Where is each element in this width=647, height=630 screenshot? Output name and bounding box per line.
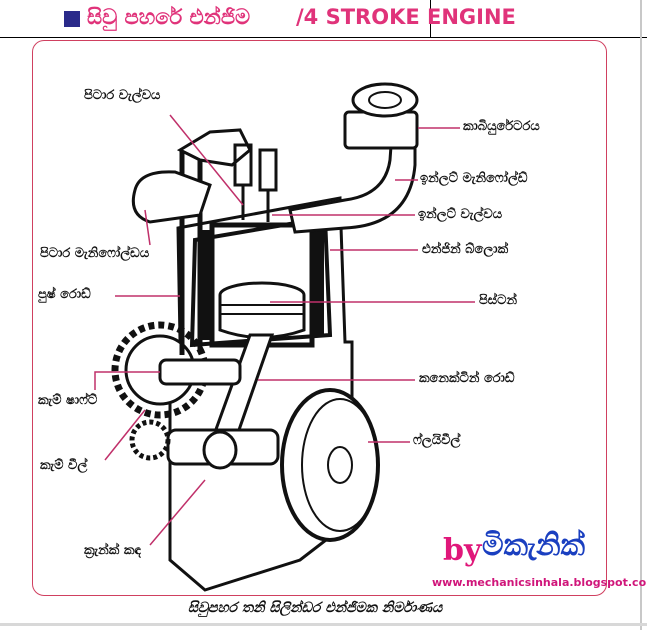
- credit-url: www.mechanicsinhala.blogspot.com: [432, 576, 647, 589]
- small-gear-shape: [129, 419, 171, 461]
- title-sinhala: සිවු පහරේ එන්ජිම: [87, 5, 251, 29]
- diagram-frame: [32, 40, 607, 596]
- crank-pin: [202, 430, 238, 470]
- leader-crank-shaft: [149, 479, 206, 546]
- label-engine-block: එන්ජින් බ්ලොක්: [422, 242, 509, 257]
- rocker-arms: [176, 128, 252, 167]
- credit-name: මිකැනික්: [482, 528, 586, 563]
- exhaust-manifold-shape: [131, 170, 212, 224]
- header-rule: [0, 37, 647, 38]
- cylinder-liner-right: [312, 225, 324, 335]
- carburetor-top-inner: [368, 91, 402, 109]
- leader-cam-wheel: [104, 409, 146, 461]
- inlet-manifold-shape: [288, 130, 417, 234]
- bottom-border: [0, 623, 647, 626]
- leader-camshaft: [94, 371, 160, 390]
- title-english: /4 STROKE ENGINE: [296, 5, 516, 29]
- label-connecting-rod: කනෙක්ටින් රොඩ්: [419, 371, 515, 386]
- cylinder-liner-left: [200, 230, 212, 340]
- cursor-line: [430, 0, 431, 37]
- valve-spring-2: [258, 148, 278, 192]
- label-flywheel: ෆ්ලයිවීල්: [413, 433, 461, 448]
- label-crank-shaft: ක්‍රැන්ක් කඳ: [84, 543, 142, 558]
- label-inlet-valve: ඉන්ලට් වැල්වය: [418, 207, 503, 222]
- label-exhaust-valve: පිටාර වැල්වය: [84, 88, 161, 103]
- carburetor-body: [343, 110, 419, 150]
- right-border: [640, 0, 642, 630]
- credit-by: by: [443, 533, 482, 568]
- label-piston: පිස්ටන්: [479, 293, 518, 308]
- label-exhaust-manifold: පිටාර මැනිෆෝල්ඩය: [40, 246, 150, 261]
- flywheel-hub: [327, 446, 353, 484]
- label-carburetor: කාබියුරේටරය: [463, 119, 540, 134]
- label-camshaft: කැම් ෂාෆ්ට්: [38, 393, 98, 408]
- carburetor-top: [351, 82, 419, 118]
- diagram-caption: සිවුපහර තනි සිලින්ඩර එන්ජිමක නිර්මාණය: [187, 600, 443, 616]
- title-bullet-icon: [64, 11, 80, 27]
- flywheel-rim: [301, 398, 379, 532]
- camshaft-shape: [158, 358, 242, 386]
- leader-exhaust-manifold: [144, 209, 151, 246]
- leader-exhaust-valve: [169, 114, 244, 206]
- label-inlet-manifold: ඉන්ලට් මැනිෆෝල්ඩ්: [420, 171, 528, 186]
- label-cam-wheel: කැම් වීල්: [40, 458, 88, 473]
- label-push-rod: පුෂ් රොඩ්: [38, 287, 91, 302]
